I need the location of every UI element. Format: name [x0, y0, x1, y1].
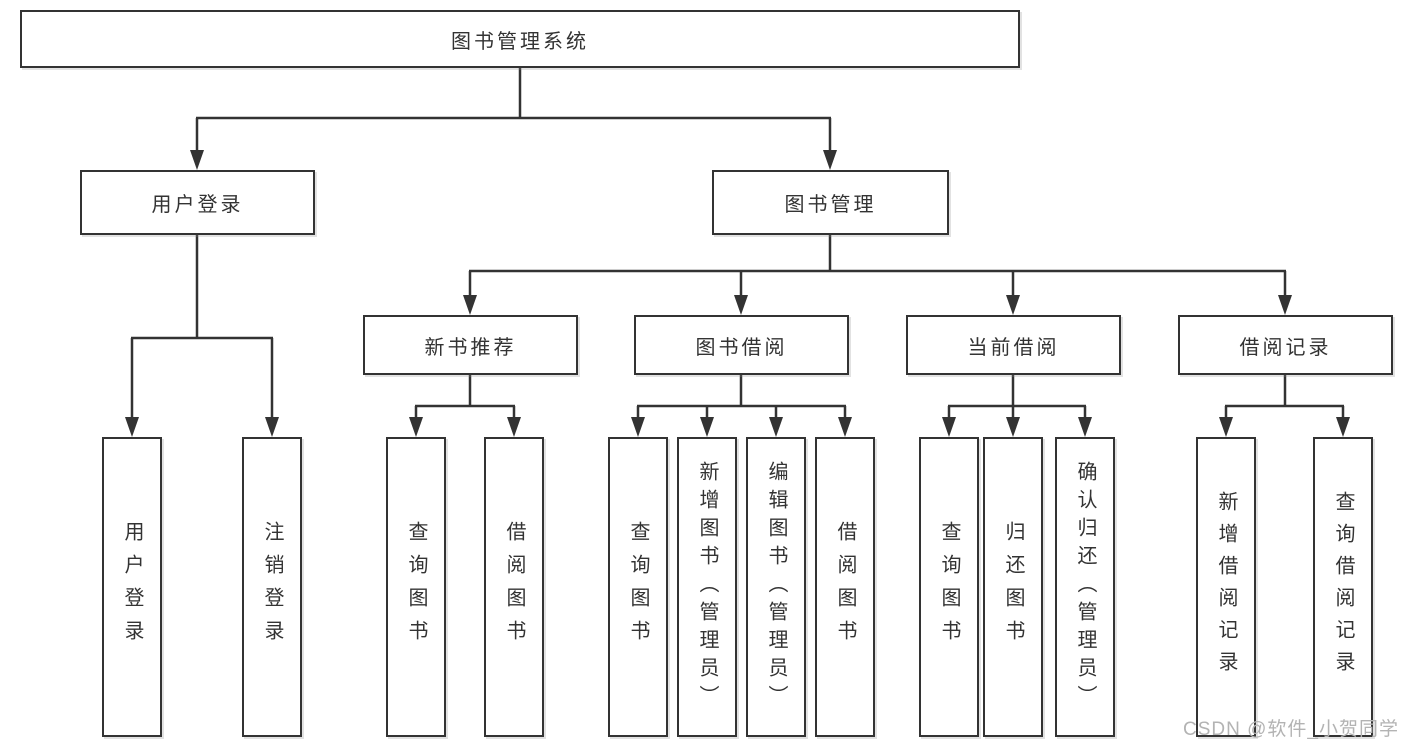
- node-label: 编辑图书（管理员）: [765, 461, 787, 713]
- node-user-login: 用户登录: [80, 170, 315, 235]
- node-leaf-logout: 注销登录: [242, 437, 302, 737]
- node-book-management: 图书管理: [712, 170, 949, 235]
- node-leaf-confirm-return-admin: 确认归还（管理员）: [1055, 437, 1115, 737]
- node-leaf-borrow-books-recommend: 借阅图书: [484, 437, 544, 737]
- node-leaf-borrow-books: 借阅图书: [815, 437, 875, 737]
- node-leaf-user-login: 用户登录: [102, 437, 162, 737]
- csdn-watermark: CSDN @软件_小贺同学: [1183, 719, 1399, 740]
- node-label: 图书借阅: [695, 336, 788, 359]
- node-label: 图书管理系统: [451, 30, 589, 53]
- node-label: 查询图书: [627, 521, 649, 653]
- node-label: 确认归还（管理员）: [1074, 461, 1096, 713]
- node-leaf-edit-books-admin: 编辑图书（管理员）: [746, 437, 806, 737]
- node-label: 借阅图书: [503, 521, 525, 653]
- arrowheads: [125, 150, 1350, 437]
- node-label: 查询借阅记录: [1332, 491, 1354, 683]
- node-leaf-query-books-recommend: 查询图书: [386, 437, 446, 737]
- node-leaf-add-books-admin: 新增图书（管理员）: [677, 437, 737, 737]
- node-leaf-return-books: 归还图书: [983, 437, 1043, 737]
- node-current-borrow: 当前借阅: [906, 315, 1121, 375]
- node-label: 借阅记录: [1239, 336, 1332, 359]
- node-leaf-add-borrow-record: 新增借阅记录: [1196, 437, 1256, 737]
- node-leaf-query-books-borrow: 查询图书: [608, 437, 668, 737]
- node-new-book-recommend: 新书推荐: [363, 315, 578, 375]
- node-label: 借阅图书: [834, 521, 856, 653]
- node-leaf-query-borrow-record: 查询借阅记录: [1313, 437, 1373, 737]
- node-label: 查询图书: [405, 521, 427, 653]
- node-label: 新增图书（管理员）: [696, 461, 718, 713]
- node-label: 归还图书: [1002, 521, 1024, 653]
- node-leaf-query-books-current: 查询图书: [919, 437, 979, 737]
- node-label: 当前借阅: [967, 336, 1060, 359]
- node-borrow-records: 借阅记录: [1178, 315, 1393, 375]
- node-label: 用户登录: [121, 521, 143, 653]
- node-label: 查询图书: [938, 521, 960, 653]
- node-label: 图书管理: [784, 194, 877, 216]
- node-label: 新书推荐: [424, 336, 517, 359]
- node-label: 用户登录: [151, 194, 244, 216]
- node-label: 注销登录: [261, 521, 283, 653]
- node-book-borrow: 图书借阅: [634, 315, 849, 375]
- node-book-management-system: 图书管理系统: [20, 10, 1020, 68]
- node-label: 新增借阅记录: [1215, 491, 1237, 683]
